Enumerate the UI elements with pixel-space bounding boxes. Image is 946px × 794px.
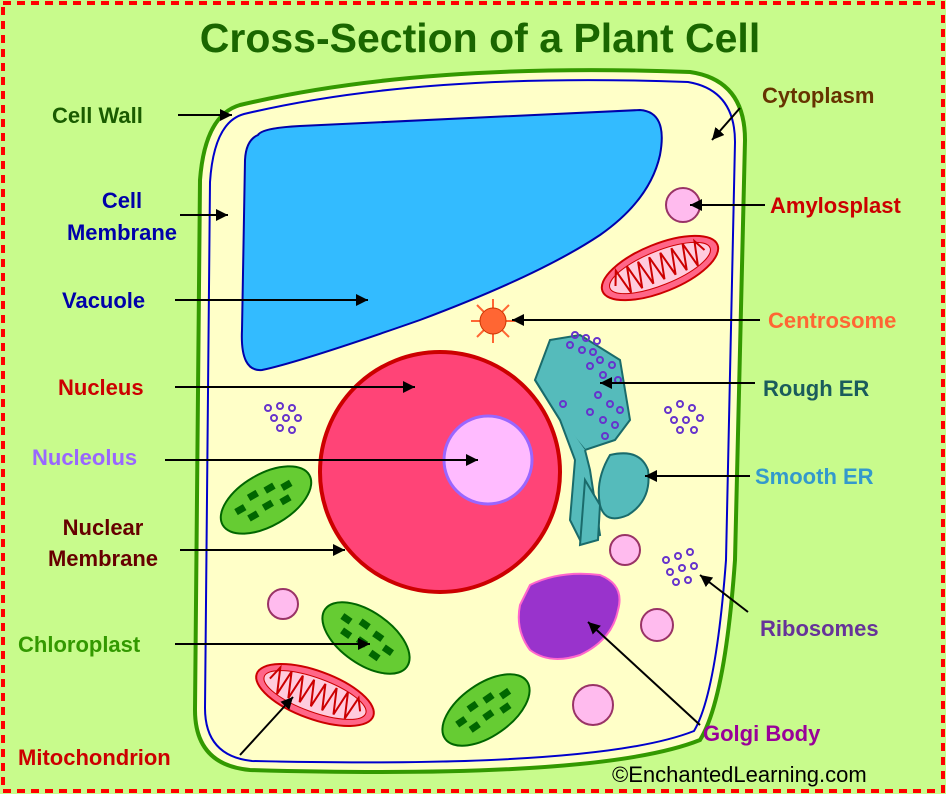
pointer-arrows [165, 107, 765, 756]
arrow-golgi-body [587, 621, 701, 726]
ribosome-cluster [264, 400, 704, 586]
mitochondrion [255, 663, 375, 727]
chloroplast [441, 673, 531, 747]
vesicle [267, 588, 299, 620]
arrow-ribosomes [699, 574, 749, 613]
vacuole [240, 108, 663, 372]
centrosome [471, 299, 515, 343]
arrow-cytoplasm [711, 107, 741, 141]
label-cell-wall: Cell Wall [52, 103, 143, 128]
page-title: Cross-Section of a Plant Cell [200, 15, 760, 61]
label-ribosomes: Ribosomes [760, 616, 879, 641]
label-cell-membrane-line1: Cell [102, 188, 142, 213]
label-nucleolus: Nucleolus [32, 445, 137, 470]
cell-membrane [203, 79, 737, 764]
smooth-er [578, 452, 650, 547]
label-amylosplast: Amylosplast [770, 193, 901, 218]
label-rough-er: Rough ER [763, 376, 869, 401]
label-nuclear-membrane-line1: Nuclear [63, 515, 144, 540]
vesicle [609, 534, 641, 566]
vesicle [572, 684, 614, 726]
arrow-mitochondrion [239, 696, 294, 756]
label-smooth-er: Smooth ER [755, 464, 874, 489]
label-mitochondrion: Mitochondrion [18, 745, 171, 770]
golgi-body [517, 572, 621, 660]
nucleus [318, 350, 562, 594]
mitochondrion [600, 234, 720, 302]
copyright-text: ©EnchantedLearning.com [612, 762, 867, 787]
rough-er [533, 331, 632, 542]
label-chloroplast: Chloroplast [18, 632, 141, 657]
label-centrosome: Centrosome [768, 308, 896, 333]
chloroplast [219, 465, 313, 535]
vesicle [640, 608, 674, 642]
label-golgi-body: Golgi Body [703, 721, 821, 746]
label-nucleus: Nucleus [58, 375, 144, 400]
label-cytoplasm: Cytoplasm [762, 83, 874, 108]
label-nuclear-membrane-line2: Membrane [48, 546, 158, 571]
label-cell-membrane-line2: Membrane [67, 220, 177, 245]
label-vacuole: Vacuole [62, 288, 145, 313]
